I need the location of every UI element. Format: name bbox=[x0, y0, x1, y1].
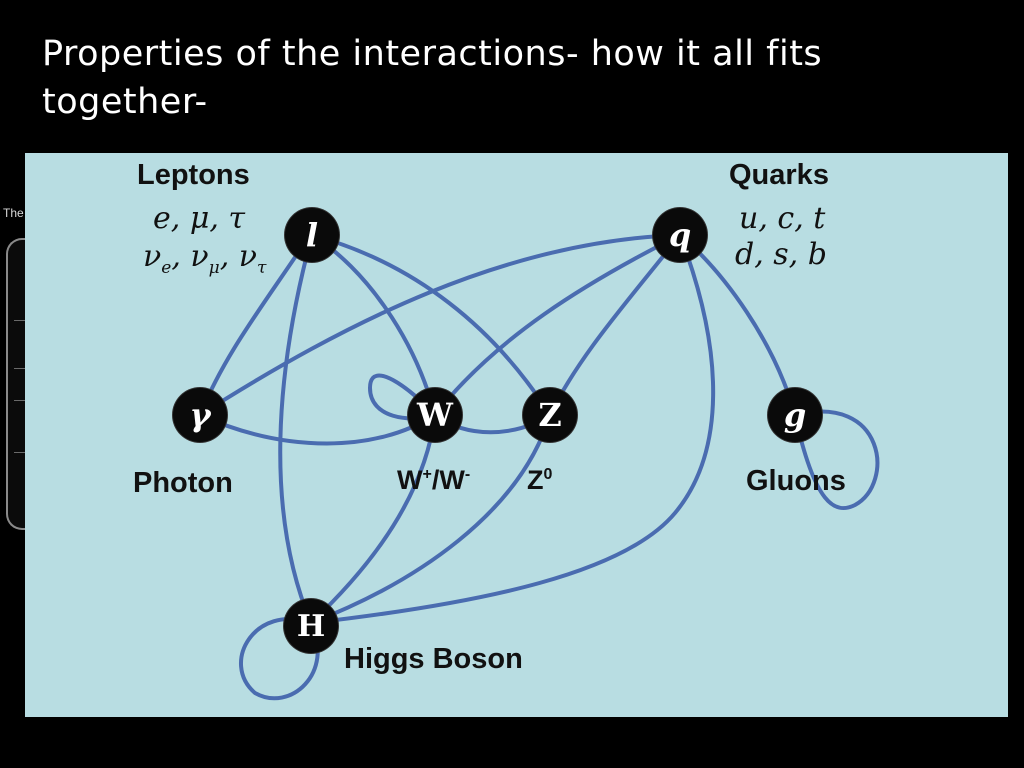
z-boson-node: Z bbox=[523, 388, 577, 442]
edge-quark-w bbox=[433, 233, 682, 417]
edge-higgs-self-loop bbox=[239, 617, 320, 701]
higgs-node: H bbox=[284, 599, 338, 653]
leptons-charged-list: e, μ, τ bbox=[153, 201, 245, 236]
edge-lepton-w bbox=[310, 233, 437, 417]
leptons-heading: Leptons bbox=[137, 159, 250, 191]
photon-label: Photon bbox=[133, 467, 233, 499]
interaction-edges bbox=[198, 233, 880, 701]
quark-node: q bbox=[653, 208, 707, 262]
edge-quark-higgs bbox=[309, 233, 716, 625]
quarks-down-type-list: d, s, b bbox=[735, 237, 827, 272]
higgs-label: Higgs Boson bbox=[344, 643, 523, 675]
edge-quark-photon bbox=[198, 233, 682, 417]
edge-lepton-z bbox=[310, 233, 552, 417]
edge-w-higgs bbox=[309, 413, 437, 625]
edge-gluon-self-loop bbox=[793, 409, 880, 511]
quarks-heading: Quarks bbox=[729, 159, 829, 191]
z-boson-label: Z0 bbox=[527, 465, 553, 495]
interaction-diagram: Leptons e, μ, τ νe, νμ, ντ Quarks u, c, … bbox=[25, 153, 1008, 717]
quarks-up-type-list: u, c, t bbox=[739, 201, 826, 236]
edge-quark-z bbox=[548, 233, 682, 417]
edge-z-higgs bbox=[309, 413, 552, 625]
lepton-node: l bbox=[285, 208, 339, 262]
background-ghost-text: The bbox=[3, 206, 24, 220]
leptons-neutrino-list: νe, νμ, ντ bbox=[143, 239, 267, 278]
photon-node: γ bbox=[173, 388, 227, 442]
gluon-label: Gluons bbox=[746, 465, 846, 497]
edge-lepton-higgs bbox=[278, 233, 314, 625]
gluon-node: g bbox=[768, 388, 822, 442]
w-boson-node: W bbox=[408, 388, 462, 442]
w-boson-label: W+/W- bbox=[397, 465, 471, 495]
slide-title: Properties of the interactions- how it a… bbox=[42, 34, 823, 122]
